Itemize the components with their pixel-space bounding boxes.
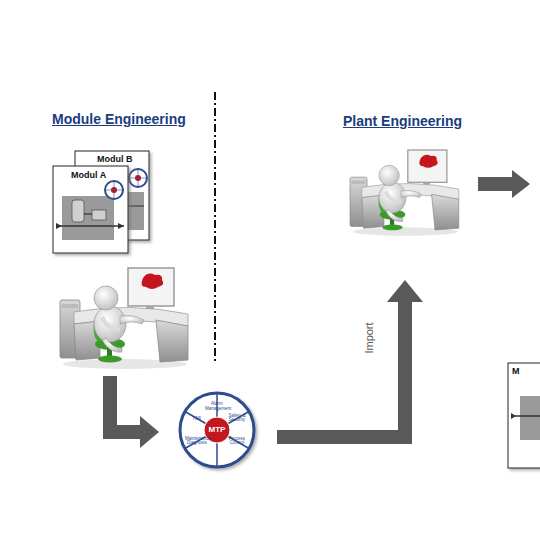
segment-label: Maintenance Diagnosis: [185, 437, 209, 447]
workstation-figure: [60, 268, 188, 369]
mtp-circle: [180, 393, 254, 467]
segment-label: HMI: [187, 416, 207, 421]
segment-label: Safety & Security: [227, 414, 247, 424]
segment-label: Alarm Management: [205, 402, 229, 412]
separator-line: [214, 92, 216, 362]
document-box: M: [508, 363, 540, 468]
section-heading: Plant Engineering: [343, 114, 462, 129]
document-right: [508, 363, 540, 468]
node-title: Modul A: [71, 171, 106, 181]
node-title: M: [512, 367, 520, 377]
document-box: Modul B: [75, 151, 149, 240]
document-box: Modul A: [53, 166, 128, 253]
mtp-circle-node: MTP Alarm ManagementSafety & SecurityProc…: [180, 393, 254, 467]
section-heading: Module Engineering: [52, 112, 186, 127]
flow-arrows: [110, 170, 530, 448]
arrow-label: Import: [363, 322, 375, 353]
workstation-figure: [350, 150, 459, 236]
node-title: MTP: [209, 426, 226, 435]
segment-label: Process Control: [227, 437, 247, 447]
node-title: Modul B: [97, 155, 133, 165]
document-a: [53, 166, 128, 253]
